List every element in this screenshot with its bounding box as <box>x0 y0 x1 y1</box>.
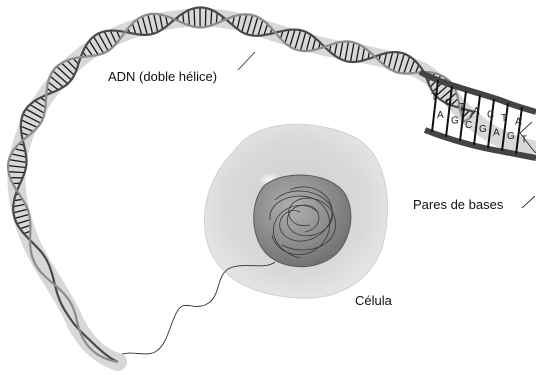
base-letter: G <box>451 116 459 127</box>
dna-label: ADN (doble hélice) <box>108 69 217 84</box>
helix-rung <box>211 10 212 26</box>
base-pairs-label: Pares de bases <box>413 197 504 212</box>
base-pairs-label-leader <box>522 196 535 208</box>
base-letter: A <box>515 117 522 128</box>
dna-label-leader <box>238 52 255 70</box>
base-letter: A <box>437 110 444 121</box>
helix-rung <box>194 8 195 27</box>
base-letter: C <box>465 120 472 131</box>
base-letter: G <box>507 131 515 142</box>
nucleus <box>254 175 351 267</box>
cell-label: Célula <box>355 293 393 308</box>
base-letter: A <box>473 106 480 117</box>
helix-rung <box>9 172 25 173</box>
base-letter: A <box>493 128 500 139</box>
base-letter: G <box>479 124 487 135</box>
helix-rung <box>205 8 206 27</box>
base-letter: C <box>487 110 494 121</box>
base-letter: T <box>501 113 507 124</box>
base-letter: T <box>459 102 465 113</box>
base-letter: T <box>431 92 437 103</box>
base-letter: C <box>445 98 452 109</box>
